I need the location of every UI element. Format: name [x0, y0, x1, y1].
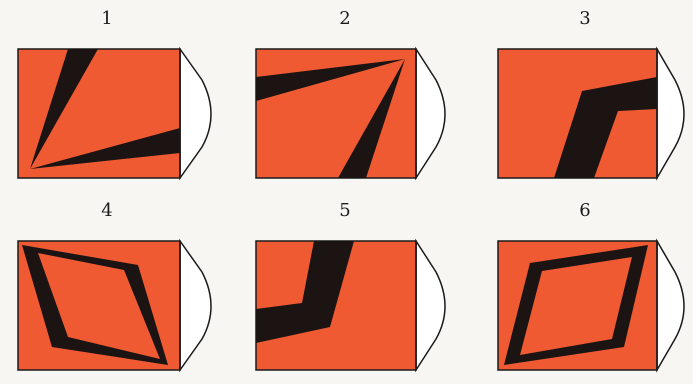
panel-3: 3 [490, 5, 693, 192]
panel-3-figure [490, 5, 693, 192]
side-flap [180, 241, 211, 370]
side-flap [180, 49, 211, 178]
panel-1-figure [12, 5, 242, 192]
panel-2: 2 [250, 5, 480, 192]
panel-5-figure [250, 197, 480, 384]
panel-5: 5 [250, 197, 480, 384]
panel-6: 6 [490, 197, 693, 384]
side-flap [416, 241, 445, 370]
side-flap [416, 49, 445, 178]
panel-1: 1 [12, 5, 242, 192]
panel-2-figure [250, 5, 480, 192]
side-flap [657, 49, 684, 178]
side-flap [657, 241, 684, 370]
panel-4-figure [12, 197, 242, 384]
panel-6-figure [490, 197, 693, 384]
panel-4: 4 [12, 197, 242, 384]
